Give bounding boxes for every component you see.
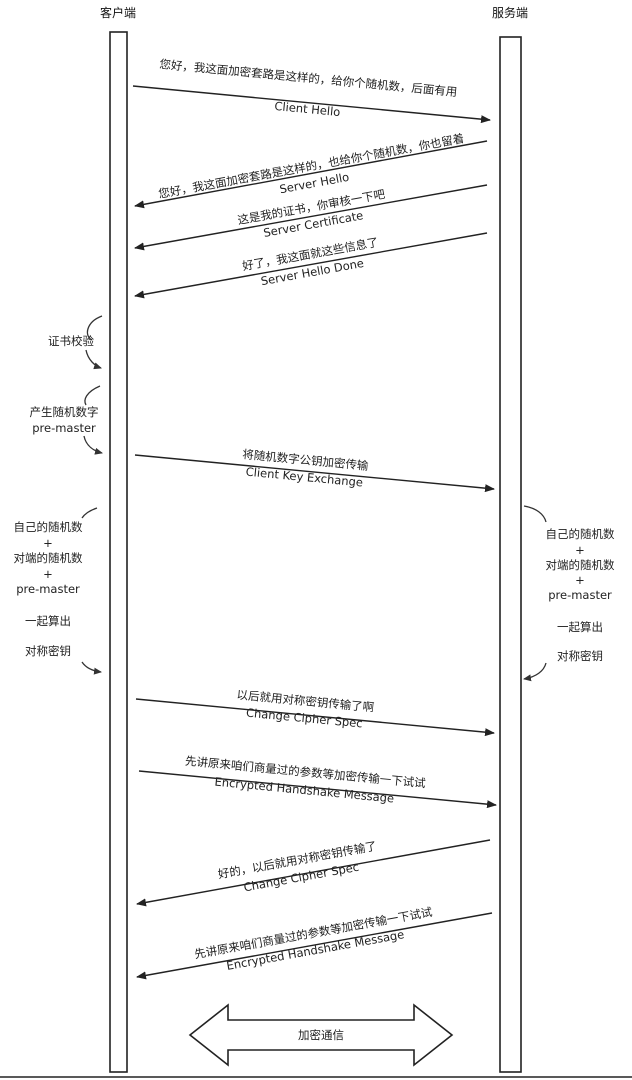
note-text: 一起算出 (25, 614, 71, 628)
message-server-hello-done: 好了，我这面就这些信息了 Server Hello Done (134, 232, 488, 299)
double-arrow-shape (188, 1003, 454, 1067)
note-text: + (575, 573, 585, 587)
note-text: 对称密钥 (557, 649, 603, 663)
note-text: pre-master (32, 421, 96, 435)
server-note-key-calc: 自己的随机数 + 对端的随机数 + pre-master 一起算出 对称密钥 (523, 505, 615, 682)
message-change-cipher-spec-server: 好的，以后就用对称密钥传输了 Change Cipher Spec (136, 839, 491, 907)
client-note-key-calc: 自己的随机数 + 对端的随机数 + pre-master 一起算出 对称密钥 (14, 507, 102, 675)
note-text: + (43, 536, 53, 550)
client-lifeline (109, 31, 128, 1073)
note-text: 证书校验 (48, 334, 94, 348)
client-note-verify: 证书校验 (48, 315, 103, 370)
note-text: 对称密钥 (25, 644, 71, 658)
note-text: + (575, 543, 585, 557)
message-client-hello: 您好，我这面加密套路是这样的，给你个随机数，后面有用 Client Hello (132, 57, 491, 124)
message-encrypted-handshake-server: 先讲原来咱们商量过的参数等加密传输一下试试 Encrypted Handshak… (136, 905, 493, 980)
note-text: + (43, 567, 53, 581)
server-header: 服务端 (492, 5, 528, 20)
note-text: 一起算出 (557, 620, 603, 634)
note-text: pre-master (548, 588, 612, 602)
message-client-key-exchange: 将随机数字公钥加密传输 Client Key Exchange (134, 447, 495, 493)
note-text: 自己的随机数 (14, 520, 83, 534)
message-change-cipher-spec-client: 以后就用对称密钥传输了啊 Change Cipher Spec (135, 688, 495, 737)
server-lifeline (499, 36, 522, 1073)
note-text: 对端的随机数 (14, 551, 83, 565)
client-note-premaster: 产生随机数字 pre-master (30, 385, 103, 455)
message-sublabel: Client Hello (274, 99, 341, 119)
secure-channel-label: 加密通信 (298, 1028, 344, 1042)
message-encrypted-handshake-client: 先讲原来咱们商量过的参数等加密传输一下试试 Encrypted Handshak… (138, 754, 497, 809)
secure-channel-arrow: 加密通信 (188, 1003, 454, 1067)
client-header: 客户端 (100, 5, 136, 20)
note-text: 对端的随机数 (546, 558, 615, 572)
note-text: pre-master (16, 582, 80, 596)
note-text: 自己的随机数 (546, 527, 615, 541)
note-text: 产生随机数字 (30, 405, 99, 419)
